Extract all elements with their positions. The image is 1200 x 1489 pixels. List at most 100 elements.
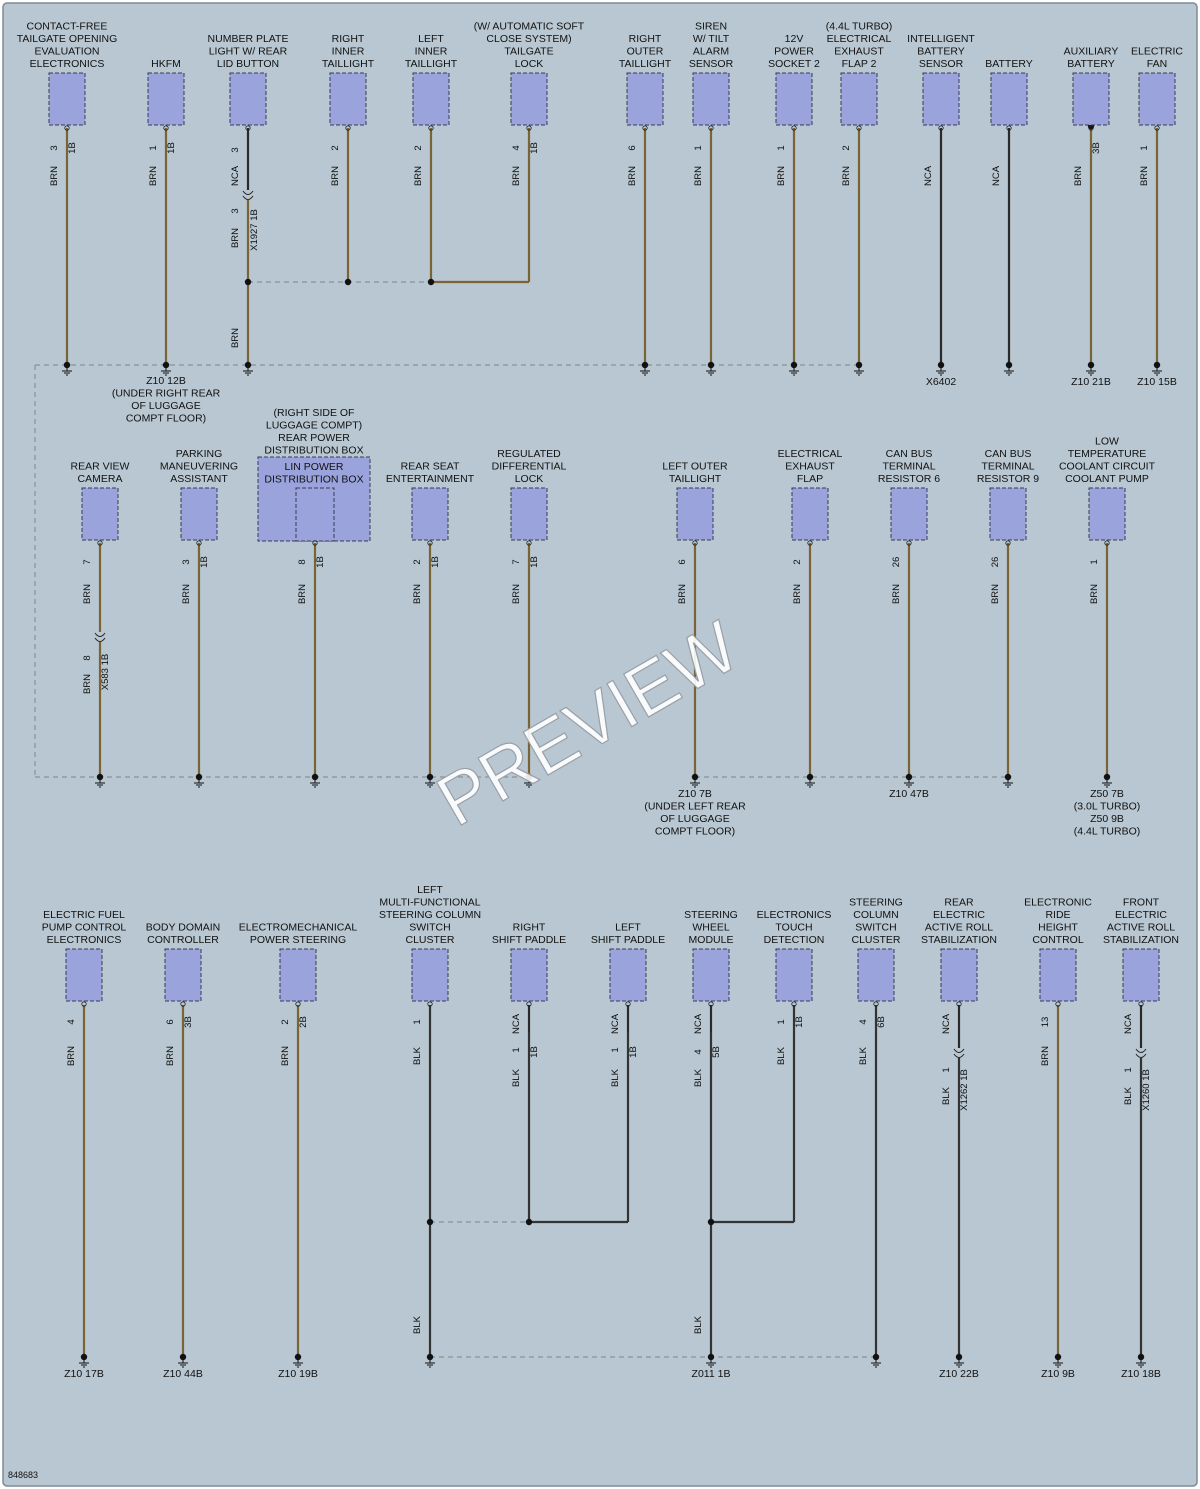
c32-connector-box — [775, 948, 813, 1002]
c9-wire-color: BRN — [776, 166, 787, 186]
c25-terminal — [81, 1001, 87, 1007]
ground-symbols — [62, 361, 1162, 1368]
c30-terminal — [625, 1001, 631, 1007]
c27-terminal — [295, 1001, 301, 1007]
c33-pin-number: 4 — [858, 1019, 869, 1024]
c29-wire2-color: BLK — [511, 1068, 522, 1087]
c33-connector-box — [857, 948, 895, 1002]
c2-connector-box — [147, 72, 185, 126]
ground-point — [1087, 361, 1095, 369]
c15-inline-name: X583 1B — [100, 654, 111, 690]
c6-terminal — [526, 125, 532, 131]
inline-connector — [953, 1053, 965, 1058]
c17-sub-connector-box — [295, 487, 335, 542]
ground-point — [872, 1353, 880, 1361]
g14-label: Z10 18B — [1121, 1368, 1161, 1380]
c19-terminal — [526, 540, 532, 546]
c25-pin-number: 4 — [66, 1019, 77, 1024]
c31-terminal — [708, 1001, 714, 1007]
c2-wire-color: BRN — [148, 166, 159, 186]
c27-pin-number: 2 — [280, 1019, 291, 1024]
c3-terminal — [245, 125, 251, 131]
c5-connector-box — [412, 72, 450, 126]
c11-connector-box — [922, 72, 960, 126]
c26-connector-box — [164, 948, 202, 1002]
c1-pin-code: 1B — [67, 142, 78, 154]
c7-wire-color: BRN — [627, 166, 638, 186]
c27-connector-box — [279, 948, 317, 1002]
c20-wire-color: BRN — [677, 584, 688, 604]
c7-terminal — [642, 125, 648, 131]
inline-connector — [242, 190, 254, 195]
c8-wire-color: BRN — [693, 166, 704, 186]
c32-pin-code: 1B — [794, 1016, 805, 1028]
c18-wire-color: BRN — [412, 584, 423, 604]
c17-pin-number: 8 — [297, 559, 308, 564]
c12-wire-color: NCA — [991, 165, 1002, 186]
c18-pin-number: 2 — [412, 559, 423, 564]
c7-pin-number: 6 — [627, 145, 638, 150]
c11-wire-color: NCA — [923, 165, 934, 186]
c14-wire-color: BRN — [1139, 166, 1150, 186]
c22-pin-number: 26 — [891, 557, 902, 568]
c3-connector-box — [229, 72, 267, 126]
c24-connector-box — [1088, 487, 1126, 541]
c30-pin-code: 1B — [628, 1046, 639, 1058]
ground-point — [1005, 361, 1013, 369]
c29-connector-box — [510, 948, 548, 1002]
ground-point — [691, 773, 699, 781]
c31-pin-number: 4 — [693, 1049, 704, 1054]
ground-point — [80, 1353, 88, 1361]
g7-label: Z50 7B(3.0L TURBO)Z50 9B(4.4L TURBO) — [1074, 788, 1141, 838]
c5-terminal — [428, 125, 434, 131]
ground-point — [294, 1353, 302, 1361]
c29-pin-number: 1 — [511, 1047, 522, 1052]
c23-connector-box — [989, 487, 1027, 541]
c35-pin-number: 13 — [1040, 1017, 1051, 1028]
c6-pin-number: 4 — [511, 145, 522, 150]
c6-connector-box — [510, 72, 548, 126]
c2-pin-code: 1B — [166, 142, 177, 154]
c3-pin-number: 3 — [230, 147, 241, 152]
c3-wire-color: NCA — [230, 165, 241, 186]
c34-wire-color: NCA — [941, 1013, 952, 1034]
c14-connector-box — [1138, 72, 1176, 126]
c23-terminal — [1005, 540, 1011, 546]
c22-terminal — [906, 540, 912, 546]
c36-terminal — [1138, 1001, 1144, 1007]
c16-pin-code: 1B — [199, 556, 210, 568]
connector-boxes — [48, 72, 1176, 1007]
c6-wire-color: BRN — [511, 166, 522, 186]
ground-point — [162, 361, 170, 369]
c31-pin-code: 5B — [711, 1046, 722, 1058]
c24-pin-number: 1 — [1089, 559, 1100, 564]
ground-point — [1054, 1353, 1062, 1361]
c15-wire-color: BRN — [82, 584, 93, 604]
c17-wire-color: BRN — [297, 584, 308, 604]
c22-wire-color: BRN — [891, 584, 902, 604]
c33-pin-code: 6B — [876, 1016, 887, 1028]
c18-connector-box — [411, 487, 449, 541]
c30-wire2-color: BLK — [610, 1068, 621, 1087]
g13-label: Z10 9B — [1041, 1368, 1075, 1380]
c16-pin-number: 3 — [181, 559, 192, 564]
c31-wire2-color: BLK — [693, 1068, 704, 1087]
c10-wire-color: BRN — [841, 166, 852, 186]
splice-dot — [427, 278, 435, 286]
c36-inline-pin: 1 — [1123, 1067, 1134, 1072]
ground-point — [806, 773, 814, 781]
diagram-id: 848683 — [8, 1470, 38, 1480]
inline-connector — [1135, 1048, 1147, 1053]
splice-dot — [707, 1218, 715, 1226]
